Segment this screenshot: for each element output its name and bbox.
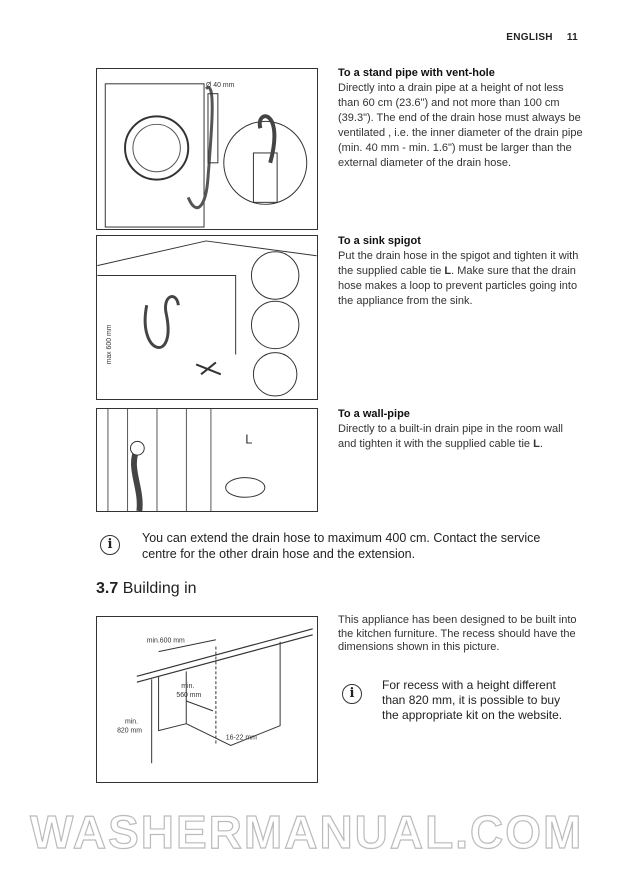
info-icon: i	[100, 535, 120, 555]
watermark: WASHERMANUAL.COM	[29, 805, 584, 858]
building-in-text: This appliance has been designed to be b…	[338, 614, 577, 653]
page-number: 11	[566, 32, 578, 43]
info-icon: i	[342, 684, 362, 704]
cable-tie-label: L	[533, 438, 540, 450]
depth-dimension-line1: min.	[181, 683, 194, 690]
diameter-label: Ø 40 mm	[206, 82, 235, 89]
section-body: Put the drain hose in the spigot and tig…	[338, 250, 579, 277]
sink-spigot-figure: max 600 mm	[96, 235, 318, 400]
section-body-end: . Make sure that the drain hose makes a …	[338, 265, 578, 307]
section-heading-title: Building in	[122, 580, 197, 597]
drain-hose-info-note: You can extend the drain hose to maximum…	[142, 531, 541, 561]
height-dimension-line2: 820 mm	[117, 728, 142, 735]
section-title: To a stand pipe with vent-hole	[338, 67, 495, 79]
section-title: To a wall-pipe	[338, 408, 410, 420]
section-body-end: .	[539, 438, 543, 450]
section-title: To a sink spigot	[338, 235, 421, 247]
section-number: 3.7	[96, 580, 119, 597]
depth-dimension-line2: 560 mm	[176, 692, 201, 699]
page-header: ENGLISH 11	[492, 32, 578, 43]
cable-tie-label: L	[444, 265, 452, 277]
section-body: Directly into a drain pipe at a height o…	[338, 82, 583, 169]
recess-info-note: For recess with a height different than …	[382, 678, 563, 722]
height-dimension-line1: min.	[125, 719, 138, 726]
building-in-figure: min.600 mm min. 560 mm min. 820 mm 16-22…	[96, 616, 318, 783]
max-height-label: max 600 mm	[106, 324, 113, 364]
gap-dimension: 16-22 mm	[226, 735, 257, 742]
cable-tie-figure-label: L	[245, 431, 252, 446]
section-heading: 3.7 Building in	[96, 580, 197, 598]
wall-pipe-figure: L	[96, 408, 318, 512]
section-body: Directly to a built-in drain pipe in the…	[338, 423, 563, 450]
language-label: ENGLISH	[506, 32, 553, 43]
width-dimension: min.600 mm	[147, 638, 185, 645]
stand-pipe-figure: Ø 40 mm	[96, 68, 318, 230]
